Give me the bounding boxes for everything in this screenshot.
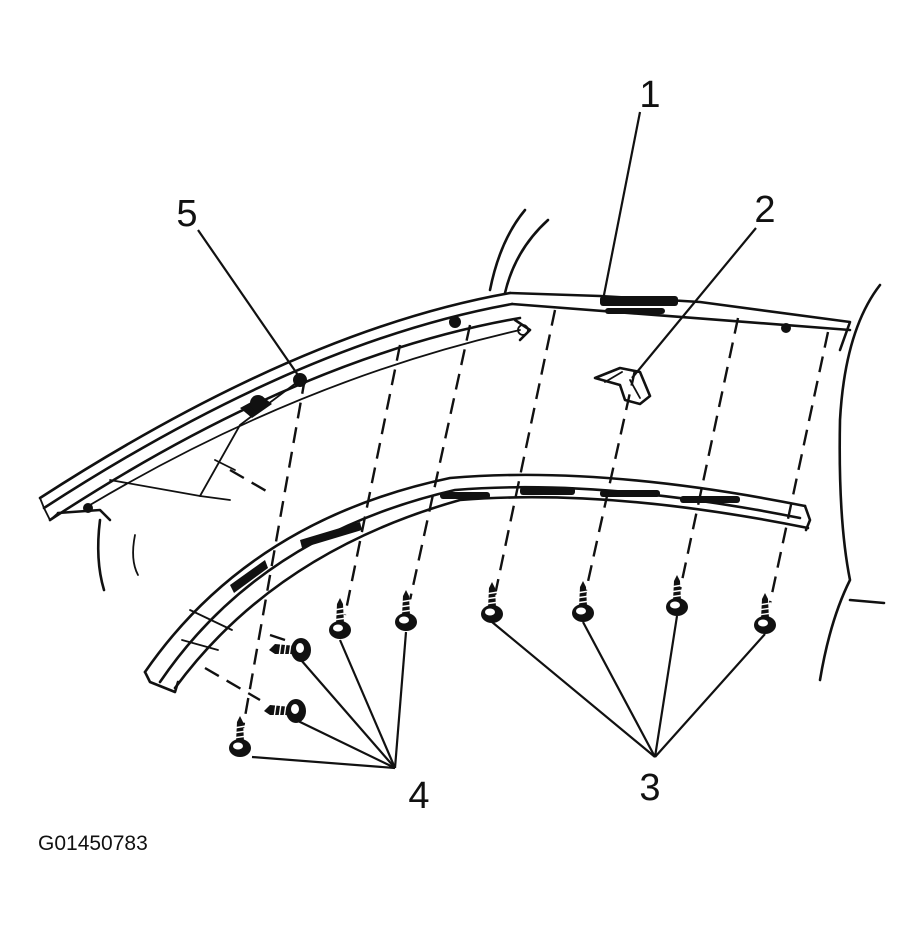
screws-group-3 [480,574,777,635]
screw-icon [665,574,689,617]
roof-rail-molding [143,473,812,694]
screw-icon [263,698,307,724]
body-pillar-outline [96,208,886,682]
roof-rail-body [38,291,852,522]
callout-2: 2 [754,189,775,231]
callout-1: 1 [639,74,660,116]
screw-icon [753,592,777,635]
retainer-clip [593,366,652,406]
screw-icon [268,637,312,663]
callout-5: 5 [176,193,197,235]
rail-clip [83,316,791,513]
figure-code: G01450783 [38,832,148,855]
screw-icon [228,715,252,758]
screw-icon [394,589,418,632]
alignment-lines [204,309,830,729]
callout-3: 3 [639,767,660,809]
leader-lines [197,111,766,770]
callout-4: 4 [408,775,429,817]
screw-icon [571,580,595,623]
screw-icon [480,581,504,624]
